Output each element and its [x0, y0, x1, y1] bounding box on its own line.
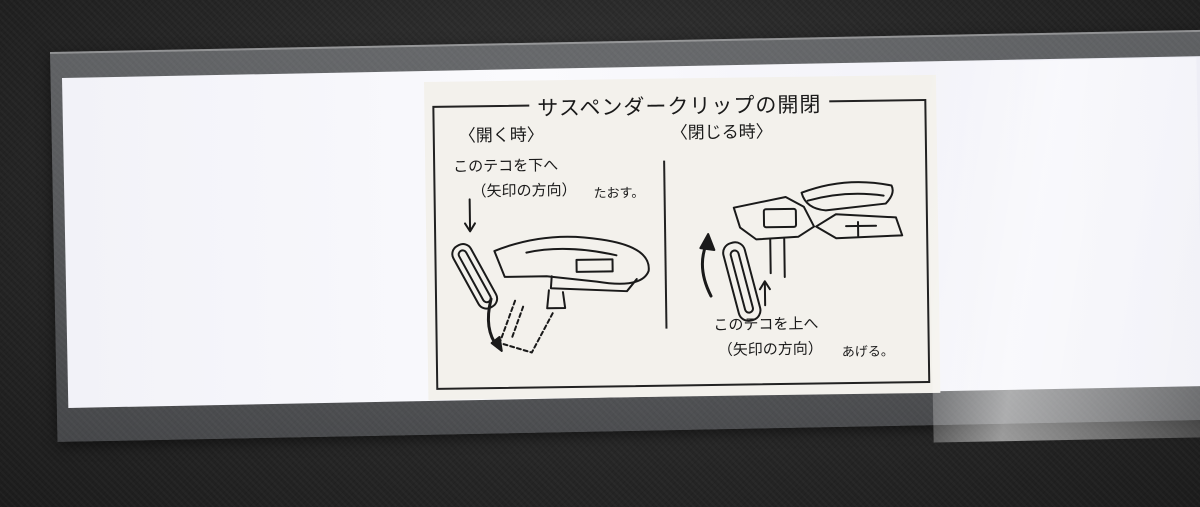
clip-illustrations — [451, 181, 904, 354]
clip-closed-illustration — [722, 181, 904, 322]
instruction-label: サスペンダークリップの開閉 〈開く時〉 〈閉じる時〉 このテコを下へ （矢印の方… — [424, 74, 941, 400]
arrow-down-icon — [463, 198, 476, 233]
clip-open-illustration — [451, 235, 650, 354]
sleeve-glare — [926, 57, 1200, 443]
arrow-up-icon — [699, 233, 771, 307]
